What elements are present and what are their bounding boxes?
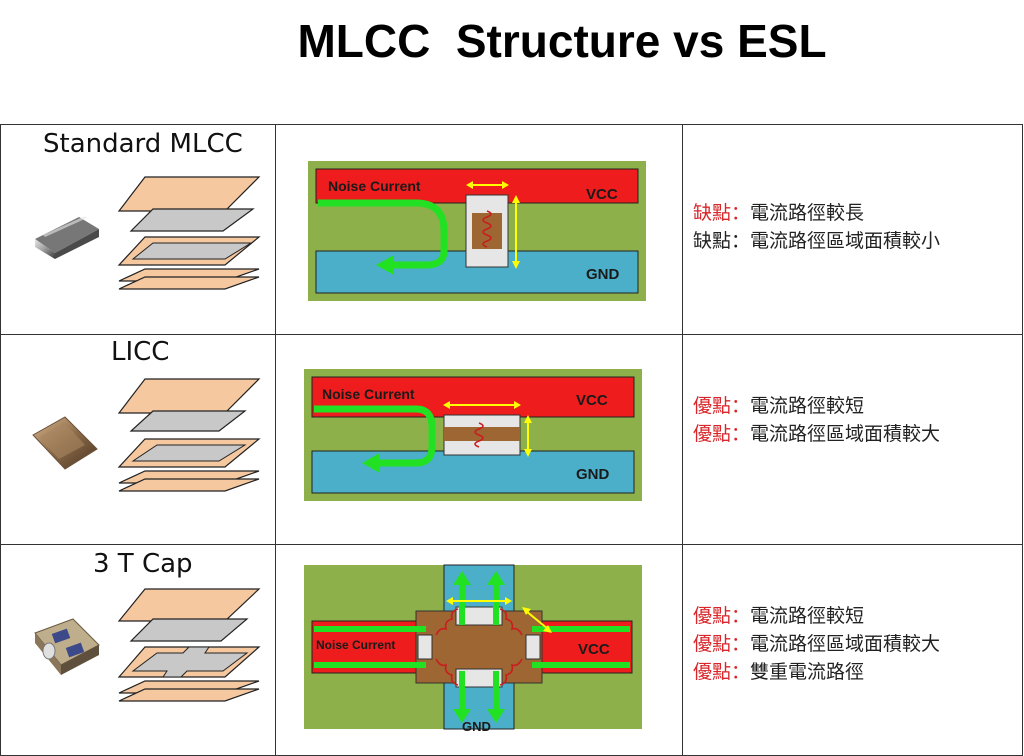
top-terminal (455, 606, 503, 626)
notes-cell-mlcc: 缺點：電流路徑較長 缺點：電流路徑區域面積較小 (682, 124, 1023, 335)
note-tag: 缺點： (693, 230, 751, 252)
licc-esl-diagram: Noise Current VCC GND (304, 369, 642, 501)
3t-esl-diagram: Noise Current VCC GND (304, 564, 642, 734)
diagram-cell-mlcc: Noise Current VCC GND (275, 124, 683, 335)
row-label-licc: LICC (111, 337, 170, 367)
list-item: 優點：電流路徑區域面積較大 (693, 420, 940, 448)
note-tag: 優點： (693, 633, 751, 655)
licc-chip-photo (32, 416, 98, 470)
dimension-arrow-icon (524, 449, 532, 457)
dimension-arrow-icon (502, 181, 509, 189)
diagram-cell-3t: Noise Current VCC GND (275, 544, 683, 756)
note-tag: 優點： (693, 395, 751, 417)
current-arrow-icon (376, 255, 394, 275)
capacitor-core (444, 427, 520, 441)
notes-list: 優點：電流路徑較短 優點：電流路徑區域面積較大 (693, 392, 940, 448)
dimension-arrow-icon (505, 597, 512, 605)
gnd-label: GND (586, 266, 620, 283)
note-tag: 優點： (693, 423, 751, 445)
dimension-arrow-icon (466, 181, 473, 189)
table-row: Standard MLCC (0, 124, 1023, 335)
inductor-coil-icon (482, 210, 492, 248)
note-text: 雙重電流路徑 (750, 661, 865, 683)
dimension-arrow-icon (446, 597, 453, 605)
bottom-terminal (455, 668, 503, 688)
3t-layer-stack (117, 588, 261, 702)
component-cell-3t: 3 T Cap (0, 544, 276, 756)
mlcc-esl-diagram: Noise Current VCC GND (308, 161, 646, 301)
current-arrow-icon (487, 571, 505, 585)
note-tag: 缺點： (693, 202, 751, 224)
dimension-arrow-icon (514, 401, 521, 409)
inductor-coil-icon (499, 658, 523, 686)
row-label-3t: 3 T Cap (93, 549, 193, 579)
note-text: 電流路徑區域面積較大 (750, 423, 941, 445)
inductor-coil-icon (435, 658, 459, 686)
inductor-coil-icon (474, 422, 484, 448)
vcc-label: VCC (578, 641, 610, 658)
note-tag: 優點： (693, 605, 751, 627)
dimension-arrow-icon (524, 415, 532, 423)
dimension-arrow-icon (522, 607, 531, 615)
3t-chip-photo (34, 618, 100, 675)
gnd-label: GND (576, 466, 610, 483)
list-item: 優點：雙重電流路徑 (693, 658, 940, 686)
list-item: 優點：電流路徑較短 (693, 602, 940, 630)
diagram-cell-licc: Noise Current VCC GND (275, 334, 683, 545)
dimension-arrow-icon (512, 195, 520, 203)
vcc-label: VCC (586, 186, 618, 203)
licc-layer-stack (117, 378, 261, 492)
mlcc-chip-photo (35, 216, 99, 259)
gnd-label: GND (462, 719, 491, 734)
list-item: 優點：電流路徑區域面積較大 (693, 630, 940, 658)
page-title: MLCC Structure vs ESL (297, 15, 827, 67)
note-text: 電流路徑區域面積較大 (750, 633, 941, 655)
signal-label: Noise Current (316, 638, 395, 652)
note-text: 電流路徑較短 (750, 605, 865, 627)
table-row: 3 T Cap (0, 544, 1023, 756)
dimension-arrow-icon (443, 401, 450, 409)
current-arrow-icon (453, 571, 471, 585)
current-arrow-icon (362, 453, 380, 473)
notes-cell-3t: 優點：電流路徑較短 優點：電流路徑區域面積較大 優點：雙重電流路徑 (682, 544, 1023, 756)
notes-list: 優點：電流路徑較短 優點：電流路徑區域面積較大 優點：雙重電流路徑 (693, 602, 940, 686)
inductor-coil-icon (499, 608, 523, 636)
gnd-plane (311, 450, 635, 494)
note-text: 電流路徑較短 (750, 395, 865, 417)
notes-cell-licc: 優點：電流路徑較短 優點：電流路徑區域面積較大 (682, 334, 1023, 545)
signal-label: Noise Current (322, 386, 415, 402)
row-label-mlcc: Standard MLCC (43, 129, 243, 159)
inductor-coil-icon (435, 608, 459, 636)
height-dimension (525, 610, 549, 630)
note-text: 電流路徑較長 (750, 202, 865, 224)
list-item: 缺點：電流路徑區域面積較小 (693, 227, 940, 255)
mlcc-layer-stack (117, 176, 261, 290)
comparison-table: Standard MLCC (0, 124, 1023, 756)
capacitor-core (472, 213, 502, 249)
note-text: 電流路徑區域面積較小 (750, 230, 941, 252)
component-cell-mlcc: Standard MLCC (0, 124, 276, 335)
vcc-label: VCC (576, 392, 608, 409)
right-terminal (525, 634, 541, 660)
current-path (314, 405, 436, 467)
list-item: 優點：電流路徑較短 (693, 392, 940, 420)
dimension-arrow-icon (512, 261, 520, 269)
current-arrow-icon (453, 709, 471, 723)
note-tag: 優點： (693, 661, 751, 683)
component-cell-licc: LICC (0, 334, 276, 545)
current-arrow-icon (487, 709, 505, 723)
left-terminal (417, 634, 433, 660)
current-path (318, 199, 448, 269)
notes-list: 缺點：電流路徑較長 缺點：電流路徑區域面積較小 (693, 199, 940, 255)
dimension-arrow-icon (543, 625, 552, 633)
table-row: LICC (0, 334, 1023, 545)
list-item: 缺點：電流路徑較長 (693, 199, 940, 227)
signal-label: Noise Current (328, 178, 421, 194)
